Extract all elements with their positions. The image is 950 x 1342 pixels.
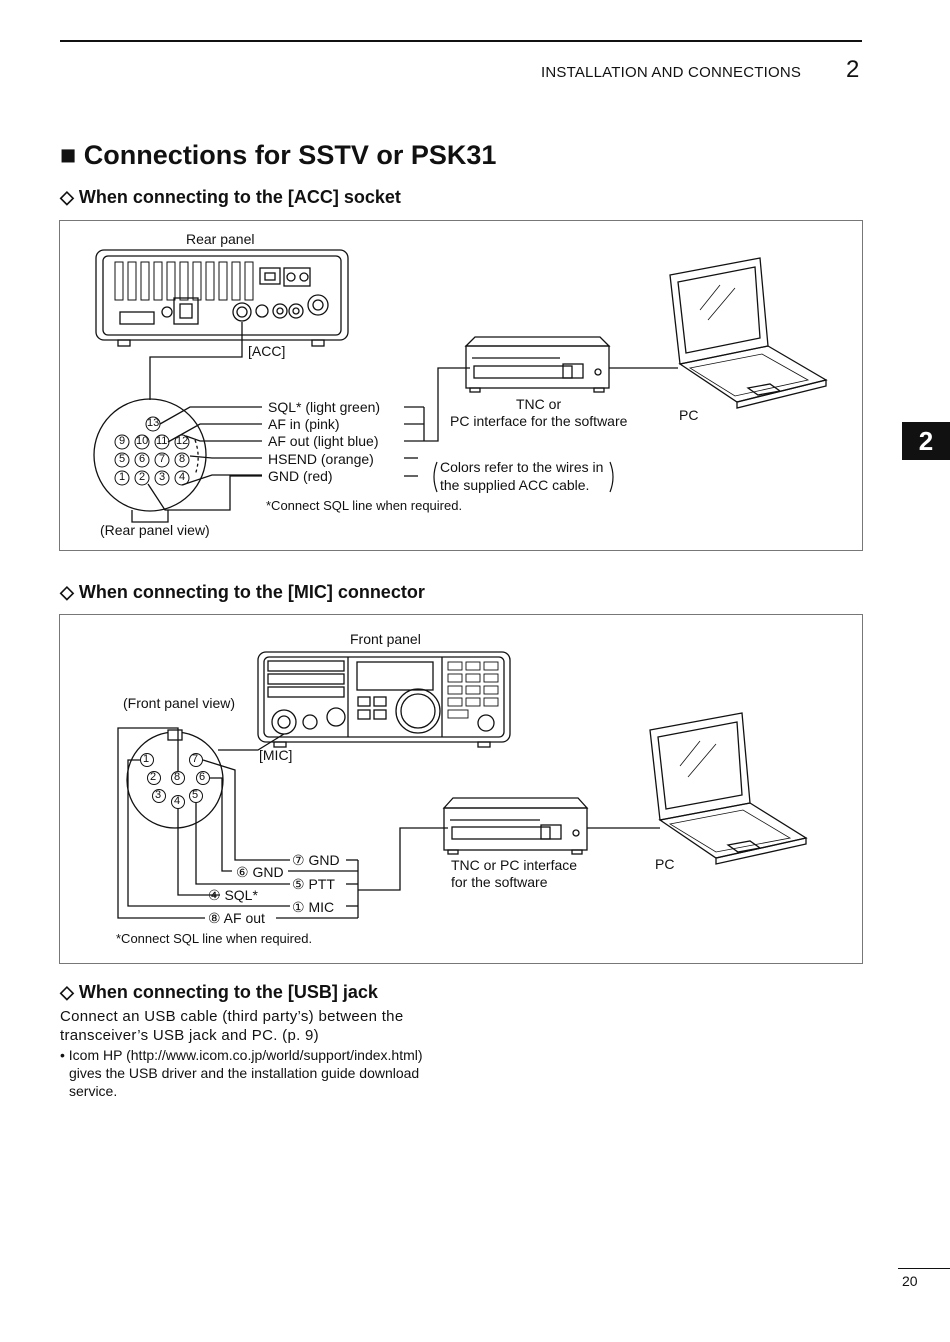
tnc-acc-illustration [464, 336, 611, 393]
acc-diagram-box [59, 220, 863, 551]
mic-pin-afout-label: ⑧ AF out [208, 910, 265, 926]
acc-pin-5: 5 [119, 453, 126, 465]
front-panel-label: Front panel [350, 631, 421, 647]
colors-note-line1: Colors refer to the wires in [440, 459, 604, 475]
wire-gnd: GND (red) [268, 468, 333, 484]
mic-pin-7: 7 [192, 753, 199, 765]
front-panel-illustration [257, 651, 511, 748]
front-view-label: (Front panel view) [123, 695, 236, 711]
mic-pin-ptt-label: ⑤ PTT [292, 876, 335, 892]
page-number: 20 [902, 1273, 918, 1289]
wire-af-in: AF in (pink) [268, 416, 340, 432]
mic-sql-note: *Connect SQL line when required. [116, 931, 313, 946]
pc-label-acc: PC [679, 407, 699, 423]
mic-connector-illustration [117, 727, 290, 919]
acc-pin-12: 12 [176, 435, 189, 447]
usb-paragraph-line2: transceiver’s USB jack and PC. (p. 9) [60, 1027, 319, 1044]
acc-sql-note: *Connect SQL line when required. [266, 498, 463, 513]
usb-bullet-line2: gives the USB driver and the installatio… [69, 1065, 420, 1081]
mic-pin-4: 4 [174, 795, 181, 807]
usb-paragraph-line1: Connect an USB cable (third party’s) bet… [60, 1008, 404, 1025]
mic-heading: ◇ When connecting to the [MIC] connector [60, 582, 425, 602]
acc-pin-7: 7 [159, 453, 166, 465]
acc-pin-3: 3 [159, 471, 166, 483]
chapter-tab: 2 [902, 422, 950, 460]
acc-pin-9: 9 [119, 435, 126, 447]
mic-pin-sql-label: ④ SQL* [208, 887, 258, 903]
tnc-mic-illustration [442, 797, 589, 855]
acc-heading: ◇ When connecting to the [ACC] socket [60, 187, 401, 207]
acc-connector-illustration [93, 398, 262, 523]
mic-pin-1: 1 [143, 753, 150, 765]
tnc-label-line1: TNC or [516, 396, 562, 412]
acc-pin-10: 10 [136, 435, 149, 447]
rear-panel-label: Rear panel [186, 231, 255, 247]
page-title: ■ Connections for SSTV or PSK31 [60, 140, 497, 170]
mic-diagram-box [59, 614, 863, 964]
section-title: INSTALLATION AND CONNECTIONS [541, 64, 802, 81]
mic-pin-5: 5 [192, 789, 199, 801]
usb-heading: ◇ When connecting to the [USB] jack [60, 982, 378, 1002]
wire-sql: SQL* (light green) [268, 399, 381, 415]
acc-pin-4: 4 [179, 471, 186, 483]
acc-pin-8: 8 [179, 453, 186, 465]
wire-af-out: AF out (light blue) [268, 433, 379, 449]
footer-rule [898, 1268, 950, 1269]
colors-note-line2: the supplied ACC cable. [440, 477, 590, 493]
acc-pin-11: 11 [156, 435, 168, 447]
mic-pin-6: 6 [199, 771, 206, 783]
pc-label-mic: PC [655, 856, 675, 872]
section-number: 2 [846, 56, 860, 83]
acc-pin-1: 1 [119, 471, 126, 483]
laptop-mic-illustration [649, 712, 808, 865]
usb-bullet-line1: • Icom HP (http://www.icom.co.jp/world/s… [60, 1047, 423, 1063]
mic-pin-mic-label: ① MIC [292, 899, 335, 915]
tnc-label-line2: PC interface for the software [450, 413, 628, 429]
mic-pin-2: 2 [150, 771, 157, 783]
header-rule [60, 40, 862, 42]
acc-pin-2: 2 [139, 471, 146, 483]
usb-bullet-line3: service. [69, 1083, 118, 1099]
rear-view-label: (Rear panel view) [100, 522, 210, 538]
acc-socket-label: [ACC] [248, 343, 286, 359]
laptop-acc-illustration [669, 257, 828, 409]
mic-socket-label: [MIC] [259, 747, 293, 763]
mic-tnc-label-line2: for the software [451, 874, 548, 890]
wire-hsend: HSEND (orange) [268, 451, 374, 467]
mic-tnc-label-line1: TNC or PC interface [451, 857, 578, 873]
rear-panel-illustration [95, 249, 349, 347]
acc-pin-6: 6 [139, 453, 146, 465]
mic-pin-gnd6-label: ⑥ GND [236, 864, 284, 880]
mic-pin-8: 8 [174, 771, 181, 783]
acc-pin-13: 13 [147, 417, 160, 429]
mic-pin-3: 3 [155, 789, 162, 801]
mic-pin-gnd7-label: ⑦ GND [292, 852, 340, 868]
